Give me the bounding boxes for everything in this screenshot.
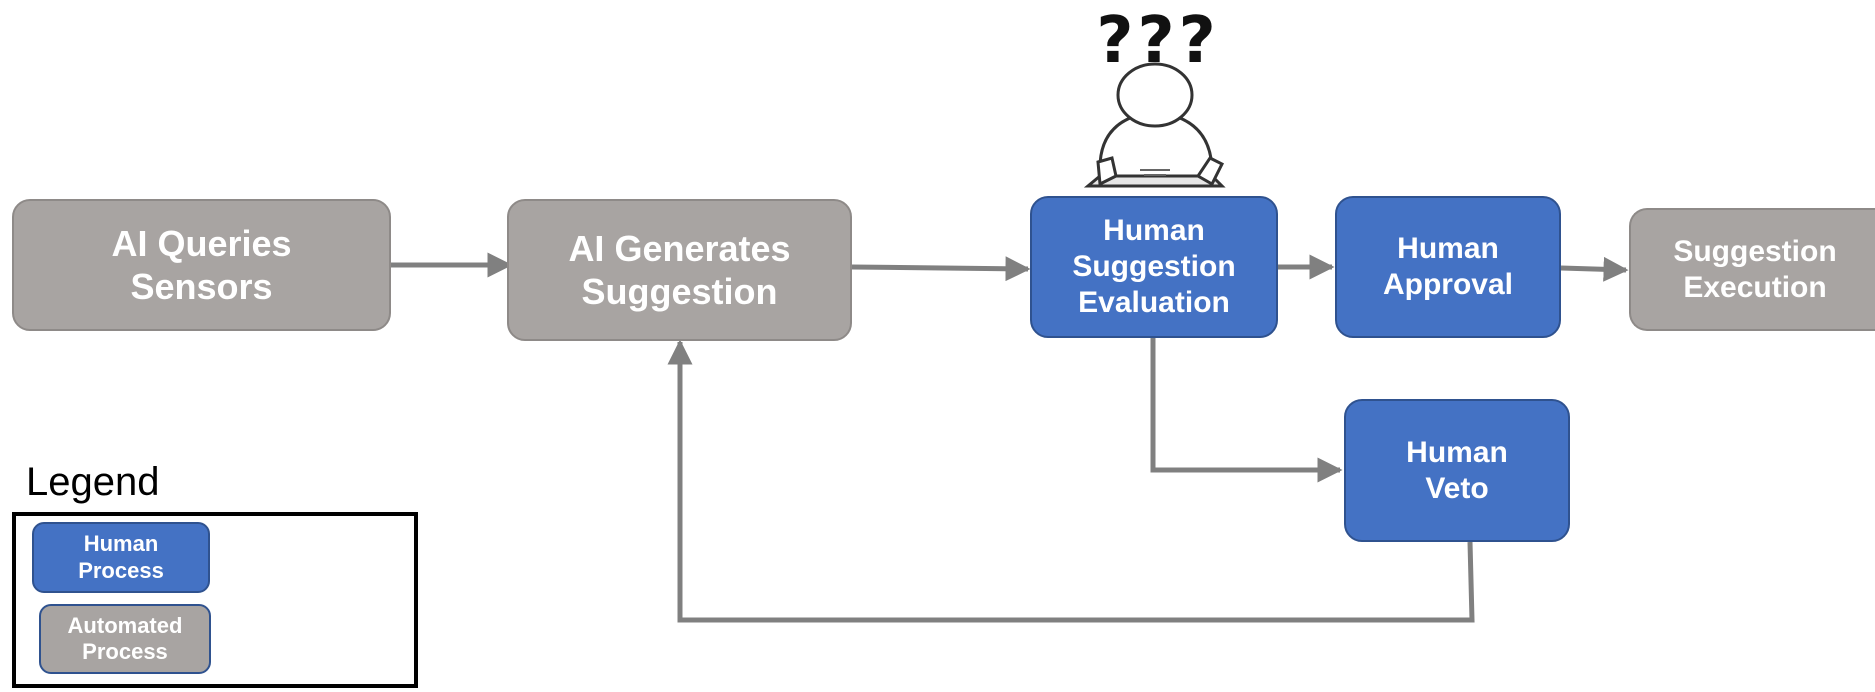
arrow-generates-to-evaluation bbox=[851, 256, 1031, 282]
node-label: AI Queries Sensors bbox=[111, 222, 292, 307]
legend-title: Legend bbox=[26, 460, 160, 504]
arrow-approval-to-execution bbox=[1560, 256, 1629, 282]
arrow-evaluation-to-veto bbox=[1150, 338, 1343, 483]
node-ai-queries-sensors: AI Queries Sensors bbox=[12, 199, 391, 331]
node-label: Human Suggestion Evaluation bbox=[1072, 214, 1236, 319]
node-human-suggestion-evaluation: Human Suggestion Evaluation bbox=[1030, 196, 1278, 338]
arrow-veto-to-generates bbox=[667, 339, 1475, 623]
legend-automated-process: Automated Process bbox=[39, 604, 211, 674]
node-label: Human Approval bbox=[1382, 232, 1514, 301]
node-human-approval: Human Approval bbox=[1335, 196, 1561, 338]
node-human-veto: Human Veto bbox=[1344, 399, 1570, 542]
node-label: AI Generates Suggestion bbox=[568, 227, 791, 312]
node-ai-generates-suggestion: AI Generates Suggestion bbox=[507, 199, 852, 341]
legend-automated-label: Automated Process bbox=[67, 612, 183, 664]
legend-human-process: Human Process bbox=[32, 522, 210, 593]
legend-human-label: Human Process bbox=[78, 531, 164, 583]
legend-box bbox=[12, 512, 418, 688]
node-label: Suggestion Execution bbox=[1673, 234, 1837, 304]
node-label: Human Veto bbox=[1406, 435, 1508, 505]
node-suggestion-execution: Suggestion Execution bbox=[1629, 208, 1875, 331]
